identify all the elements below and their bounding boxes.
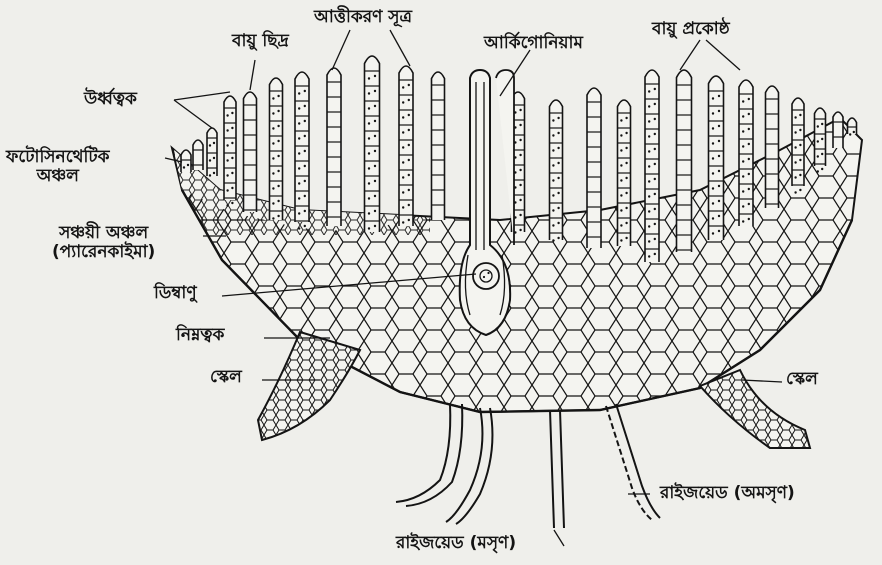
- label-upper-epidermis: উর্ধ্বত্বক: [84, 90, 137, 109]
- filament-7: [295, 72, 309, 230]
- filament-10: [399, 66, 413, 226]
- filament-21: [792, 98, 804, 194]
- filament-1: [181, 150, 191, 172]
- label-photosynthetic-zone: ফটোসিনথেটিক অঞ্চল: [6, 148, 110, 185]
- filament-22: [815, 108, 826, 173]
- label-air-pore: বায়ু ছিদ্র: [232, 32, 289, 51]
- filament-20: [766, 86, 779, 208]
- label-rhizoid-tuberculate: রাইজয়েড (অমসৃণ): [660, 484, 795, 503]
- label-lower-epidermis: নিম্নত্বক: [176, 326, 224, 345]
- label-photosynthetic-zone-line1: ফটোসিনথেটিক: [6, 148, 110, 167]
- rhizoids: [396, 404, 660, 528]
- label-archegonium: আর্কিগোনিয়াম: [484, 34, 583, 53]
- filament-8: [327, 68, 341, 226]
- label-egg: ডিম্বাণু: [154, 284, 197, 303]
- filament-6: [270, 78, 283, 220]
- filament-5: [244, 92, 257, 212]
- filament-9: [365, 56, 380, 232]
- filament-18: [709, 76, 724, 240]
- label-scale-left: স্কেল: [210, 368, 242, 387]
- label-assimilatory-filament: আত্তীকরণ সূত্র: [314, 8, 412, 27]
- filament-4: [224, 96, 236, 207]
- label-photosynthetic-zone-line2: অঞ্চল: [6, 167, 110, 186]
- filament-3: [207, 128, 217, 177]
- filament-19: [739, 80, 753, 226]
- label-storage-zone-line2: (প্যারেনকাইমা): [52, 243, 155, 262]
- filament-24: [848, 118, 857, 136]
- filament-15: [618, 100, 631, 246]
- filament-2: [193, 140, 203, 170]
- label-scale-right: স্কেল: [786, 370, 818, 389]
- filament-14: [587, 88, 601, 248]
- label-rhizoid-smooth: রাইজয়েড (মসৃণ): [396, 534, 516, 553]
- filament-17: [677, 70, 692, 252]
- filament-13: [550, 100, 563, 242]
- label-storage-zone: সঞ্চয়ী অঞ্চল (প্যারেনকাইমা): [52, 224, 155, 261]
- filament-11: [432, 72, 445, 220]
- archegonium-structure: [460, 70, 514, 335]
- filament-23: [833, 112, 843, 148]
- label-storage-zone-line1: সঞ্চয়ী অঞ্চল: [52, 224, 155, 243]
- label-air-chamber: বায়ু প্রকোষ্ঠ: [652, 20, 730, 39]
- filament-16: [645, 70, 659, 262]
